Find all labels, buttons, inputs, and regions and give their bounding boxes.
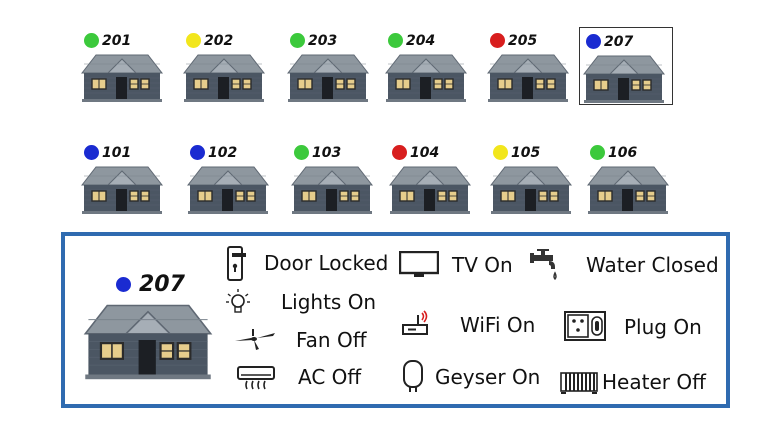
- house-image: [583, 55, 665, 104]
- detail-status-dot: [116, 277, 131, 292]
- status-dot: [490, 33, 505, 48]
- house-number: 204: [406, 33, 436, 49]
- device-status-label: Water Closed: [586, 253, 719, 277]
- house-image: [385, 54, 467, 103]
- house-image: [389, 166, 471, 215]
- house-number: 101: [102, 145, 132, 161]
- house-tile-101[interactable]: 101: [78, 139, 170, 219]
- house-number: 103: [312, 145, 342, 161]
- status-dot: [590, 145, 605, 160]
- light-bulb-icon: [225, 288, 251, 320]
- house-tile-207[interactable]: 207: [579, 27, 673, 105]
- house-tile-102[interactable]: 102: [184, 139, 276, 219]
- status-dot: [84, 33, 99, 48]
- house-tile-202[interactable]: 202: [180, 27, 272, 107]
- house-number: 104: [410, 145, 440, 161]
- device-status-label: WiFi On: [460, 313, 536, 337]
- house-number: 201: [102, 33, 132, 49]
- detail-house-image: [84, 304, 212, 381]
- power-plug-icon: [564, 311, 606, 345]
- status-dot: [392, 145, 407, 160]
- device-status-label: Fan Off: [296, 328, 367, 352]
- house-image: [183, 54, 265, 103]
- house-tile-104[interactable]: 104: [386, 139, 478, 219]
- status-dot: [388, 33, 403, 48]
- house-number: 102: [208, 145, 238, 161]
- status-dot: [190, 145, 205, 160]
- house-number: 205: [508, 33, 538, 49]
- status-dot: [84, 145, 99, 160]
- house-image: [587, 166, 669, 215]
- house-number: 203: [308, 33, 338, 49]
- house-tile-106[interactable]: 106: [584, 139, 676, 219]
- water-heater-icon: [402, 359, 424, 397]
- detail-house-number: 207: [139, 272, 185, 297]
- house-tile-205[interactable]: 205: [484, 27, 576, 107]
- house-number: 207: [604, 34, 634, 50]
- house-image: [187, 166, 269, 215]
- house-image: [291, 166, 373, 215]
- house-tile-201[interactable]: 201: [78, 27, 170, 107]
- house-image: [487, 54, 569, 103]
- water-tap-icon: [529, 249, 565, 287]
- status-dot: [290, 33, 305, 48]
- house-image: [81, 166, 163, 215]
- device-status-label: AC Off: [298, 365, 362, 389]
- house-tile-103[interactable]: 103: [288, 139, 380, 219]
- status-dot: [493, 145, 508, 160]
- device-status-label: Plug On: [624, 315, 702, 339]
- device-status-label: Lights On: [281, 290, 377, 314]
- wifi-router-icon: [399, 307, 431, 343]
- room-heater-icon: [560, 369, 598, 399]
- house-number: 105: [511, 145, 541, 161]
- house-tile-105[interactable]: 105: [487, 139, 579, 219]
- house-tile-204[interactable]: 204: [382, 27, 474, 107]
- ceiling-fan-icon: [233, 329, 277, 355]
- device-status-label: Geyser On: [435, 365, 541, 389]
- house-number: 106: [608, 145, 638, 161]
- status-dot: [586, 34, 601, 49]
- device-status-label: Door Locked: [264, 251, 389, 275]
- air-conditioner-icon: [237, 366, 275, 396]
- house-tile-203[interactable]: 203: [284, 27, 376, 107]
- tv-icon: [398, 250, 440, 283]
- house-number: 202: [204, 33, 234, 49]
- door-lock-icon: [223, 246, 249, 286]
- device-status-label: Heater Off: [602, 370, 706, 394]
- device-status-label: TV On: [452, 253, 513, 277]
- house-image: [287, 54, 369, 103]
- status-dot: [294, 145, 309, 160]
- status-dot: [186, 33, 201, 48]
- house-image: [81, 54, 163, 103]
- house-image: [490, 166, 572, 215]
